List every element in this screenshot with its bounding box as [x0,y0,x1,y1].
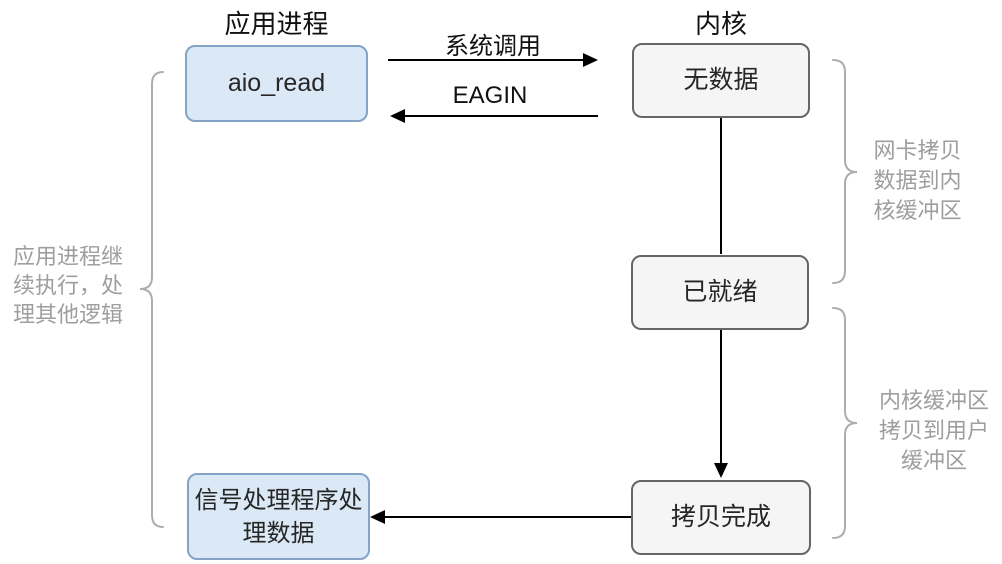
node-copy-done: 拷贝完成 [631,480,811,555]
left-brace-annotation: 应用进程继 续执行，处 理其他逻辑 [12,244,123,327]
eagain-arrow [390,109,598,123]
node-ready: 已就绪 [631,255,809,330]
copydone-to-signal-arrow [370,510,631,524]
ready-to-copydone-arrow [714,330,728,478]
syscall-arrow-label: 系统调用 [445,33,541,60]
right-top-brace-annotation: 网卡拷贝 数据到内 核缓冲区 [873,138,962,223]
right-bottom-brace-annotation: 内核缓冲区 拷贝到用户 缓冲区 [878,388,989,473]
eagain-arrow-label: EAGIN [452,82,528,109]
app-process-column-label: 应用进程 [224,9,329,39]
right-brace-bottom [832,307,858,539]
kernel-column-label: 内核 [694,9,747,39]
left-brace [139,71,164,528]
node-no-data: 无数据 [632,43,810,118]
node-aio-read: aio_read [185,45,368,122]
node-signal-handler: 信号处理程序处 理数据 [187,473,370,560]
